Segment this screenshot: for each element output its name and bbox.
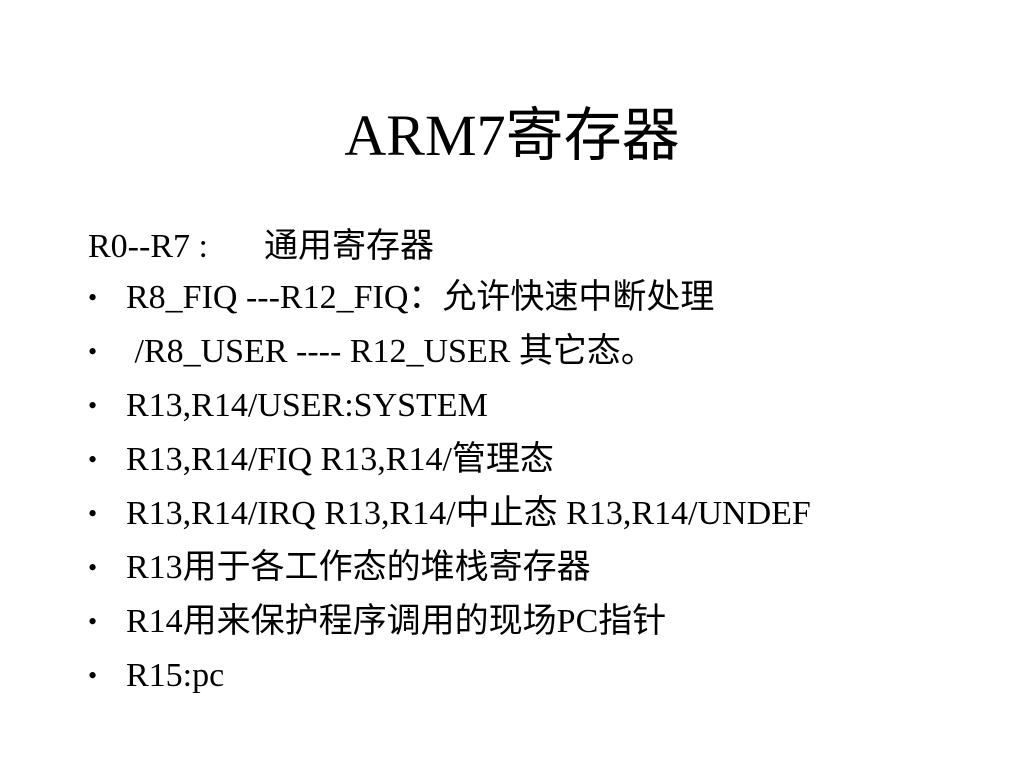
bullet-item: • R13,R14/IRQ R13,R14/中止态 R13,R14/UNDEF: [88, 487, 811, 541]
bullet-icon: •: [88, 607, 98, 636]
bullet-item: • R15:pc: [88, 649, 811, 703]
bullet-text: R13,R14/FIQ R13,R14/管理态: [126, 441, 554, 478]
bullet-text: R13,R14/IRQ R13,R14/中止态 R13,R14/UNDEF: [126, 495, 811, 532]
bullet-icon: •: [88, 499, 98, 528]
bullet-item: • R13用于各工作态的堆栈寄存器: [88, 541, 811, 595]
bullet-item: • R13,R14/FIQ R13,R14/管理态: [88, 433, 811, 487]
bullet-text: R13用于各工作态的堆栈寄存器: [126, 549, 591, 586]
bullet-icon: •: [88, 283, 98, 312]
bullet-icon: •: [88, 553, 98, 582]
bullet-text: R13,R14/USER:SYSTEM: [126, 387, 488, 424]
bullet-text: /R8_USER ---- R12_USER 其它态。: [126, 333, 655, 370]
bullet-item: • R14用来保护程序调用的现场PC指针: [88, 595, 811, 649]
bullet-list: • R8_FIQ ---R12_FIQ：允许快速中断处理 • /R8_USER -…: [88, 271, 811, 703]
intro-label: R0--R7 :: [88, 228, 208, 265]
bullet-icon: •: [88, 445, 98, 474]
bullet-item: • /R8_USER ---- R12_USER 其它态。: [88, 325, 811, 379]
intro-description: 通用寄存器: [263, 228, 434, 265]
bullet-icon: •: [88, 661, 98, 690]
intro-line: R0--R7 : 通用寄存器: [88, 222, 434, 272]
bullet-text: R14用来保护程序调用的现场PC指针: [126, 603, 667, 640]
bullet-icon: •: [88, 391, 98, 420]
bullet-icon: •: [88, 337, 98, 366]
bullet-text: R8_FIQ ---R12_FIQ：允许快速中断处理: [126, 279, 715, 316]
bullet-item: • R13,R14/USER:SYSTEM: [88, 379, 811, 433]
bullet-text: R15:pc: [126, 657, 225, 694]
slide-title: ARM7寄存器: [344, 103, 680, 168]
bullet-item: • R8_FIQ ---R12_FIQ：允许快速中断处理: [88, 271, 811, 325]
